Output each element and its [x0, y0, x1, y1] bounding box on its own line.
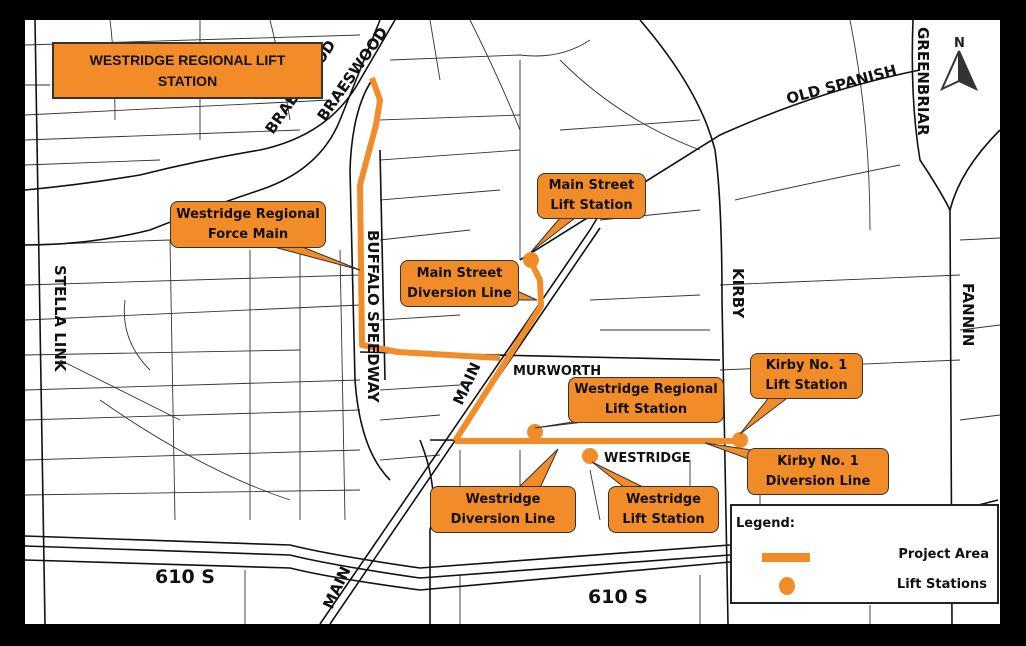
callout-westridge-diversion-line: Westridge Diversion Line — [430, 486, 576, 533]
legend-item-lift-stations: Lift Stations — [896, 577, 987, 592]
callout-line: Lift Station — [622, 511, 705, 527]
callout-line: Westridge Regional — [574, 382, 718, 397]
callout-line: Kirby No. 1 — [765, 358, 848, 373]
street-label-westridge: WESTRIDGE — [604, 451, 691, 466]
kirby-lift-station-marker[interactable] — [732, 432, 748, 448]
map-title-line2: STATION — [157, 72, 218, 89]
street-label-fannin: FANNIN — [959, 283, 977, 346]
highway-label-610-s: 610 S — [588, 586, 648, 608]
street-label-kirby: KIRBY — [729, 268, 747, 319]
main-street-lift-station-marker[interactable] — [523, 252, 539, 268]
legend-title: Legend: — [736, 516, 795, 531]
north-arrow-icon: N — [939, 36, 979, 92]
callout-line: Diversion Line — [450, 511, 556, 527]
callout-westridge-regional-lift-station: Westridge Regional Lift Station — [568, 377, 724, 423]
callout-line: Lift Station — [550, 198, 633, 213]
street-label-buffalo-speedway: BUFFALO SPEEDWAY — [364, 230, 382, 404]
callout-line: Main Street — [548, 178, 635, 193]
callout-kirby-lift-station: Kirby No. 1 Lift Station — [750, 353, 863, 399]
legend-lift-station-symbol — [779, 577, 795, 595]
callout-line: Lift Station — [765, 378, 848, 393]
highway-label-610-s: 610 S — [155, 566, 215, 588]
callout-line: Kirby No. 1 — [777, 453, 859, 469]
street-label-murworth: MURWORTH — [513, 364, 601, 379]
callout-main-street-diversion-line: Main Street Diversion Line — [400, 260, 519, 307]
callout-main-street-lift-station: Main Street Lift Station — [537, 173, 646, 219]
legend-item-project-area: Project Area — [898, 547, 989, 562]
callout-kirby-diversion-line: Kirby No. 1 Diversion Line — [747, 448, 889, 495]
north-label: N — [954, 36, 965, 51]
callout-line: Force Main — [207, 226, 289, 242]
callout-line: Lift Station — [604, 402, 688, 417]
legend: Legend: Project Area Lift Stations — [730, 504, 999, 604]
lift-stations — [523, 252, 748, 464]
callout-line: Westridge — [626, 491, 701, 507]
westridge-regional-lift-station-marker[interactable] — [527, 424, 543, 440]
callout-westridge-lift-station: Westridge Lift Station — [608, 486, 719, 533]
callout-line: Diversion Line — [765, 473, 871, 489]
north-arrow: N — [939, 33, 988, 93]
main-street-diversion-line — [452, 260, 544, 443]
callout-line: Diversion Line — [407, 285, 512, 301]
street-label-greenbriar: GREENBRIAR — [914, 27, 932, 136]
map-title-line1: WESTRIDGE REGIONAL LIFT — [89, 51, 286, 68]
callout-line: Westridge — [465, 491, 541, 507]
westridge-lift-station-marker[interactable] — [582, 448, 598, 464]
callout-westridge-regional-force-main: Westridge Regional Force Main — [170, 201, 326, 248]
street-label-stella-link: STELLA LINK — [51, 265, 69, 373]
map-title: WESTRIDGE REGIONAL LIFT STATION — [52, 42, 323, 99]
project-area-route — [357, 76, 742, 444]
legend-project-area-symbol — [762, 553, 810, 562]
callout-line: Westridge Regional — [176, 206, 320, 222]
callout-line: Main Street — [416, 265, 503, 281]
westridge-regional-force-main — [357, 76, 501, 361]
